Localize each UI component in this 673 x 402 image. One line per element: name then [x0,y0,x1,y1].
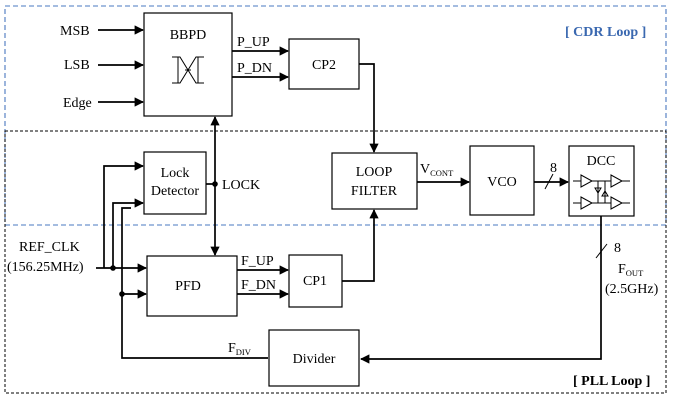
fout-freq-label: (2.5GHz) [605,282,659,297]
f-dn-label: F_DN [241,278,276,293]
ref-clk-to-lock-detector-lower [112,198,144,268]
vcont-label: VCONT [420,162,454,178]
msb-input-label: MSB [60,24,90,39]
dcc-label: DCC [587,154,616,169]
dcc-output-to-divider-wire [360,216,602,364]
p-up-label: P_UP [237,35,270,50]
ref-clk-label: REF_CLK [19,240,80,255]
loop-filter-label-line2: FILTER [351,184,398,199]
cp1-to-loop-filter-wire [342,209,379,282]
vco-label: VCO [487,175,517,190]
cp1-block [288,254,343,308]
cp2-to-loop-filter-wire [359,63,379,153]
vco-bus-width: 8 [550,161,557,176]
vco-bus-slash [544,173,554,190]
vco-block [469,145,535,216]
p-dn-label: P_DN [237,61,272,76]
lsb-input-label: LSB [64,58,90,73]
ref-clk-to-lock-detector-upper [103,161,144,268]
loop-filter-label-line1: LOOP [356,165,393,180]
cp1-label: CP1 [303,274,327,289]
divider-label: Divider [293,352,336,367]
lock-detector-block [143,151,207,215]
loop-filter-block [331,152,418,210]
output-bus-slash [595,243,608,259]
bbpd-block [143,12,233,117]
fout-label: FOUT [618,262,644,278]
fdiv-feedback-wire [121,289,268,359]
pfd-label: PFD [175,279,201,294]
edge-input-label: Edge [63,96,92,111]
bbpd-label: BBPD [170,28,207,43]
ref-clk-freq-label: (156.25MHz) [7,260,84,275]
fdiv-to-lock-detector-wire [121,207,131,294]
lock-detector-label-line1: Lock [161,166,190,181]
pll-loop-label: [ PLL Loop ] [573,374,650,389]
output-bus-width: 8 [614,241,621,256]
fdiv-label: FDIV [228,341,252,357]
cp2-label: CP2 [312,58,336,73]
cdr-loop-boundary [4,5,667,226]
lock-label: LOCK [222,178,260,193]
dcc-inverter-icon [573,174,630,210]
pfd-block [146,255,238,317]
pll-loop-boundary [4,130,667,394]
f-up-label: F_UP [241,254,274,269]
cdr-loop-label: [ CDR Loop ] [565,25,646,40]
divider-block [268,329,360,387]
lock-detector-label-line2: Detector [151,184,200,199]
bbpd-symbol-icon [172,56,204,84]
